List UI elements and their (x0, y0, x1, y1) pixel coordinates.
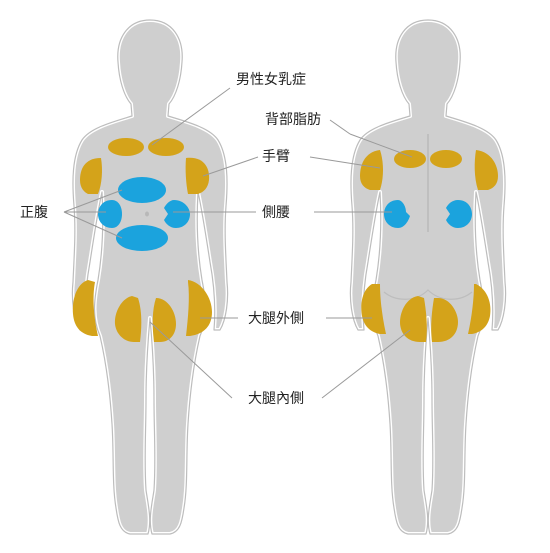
labels: 男性女乳症 背部脂肪 手臂 正腹 側腰 大腿外側 大腿內側 (20, 71, 321, 407)
label-inner-thigh: 大腿內側 (248, 391, 304, 407)
back-arm-zone-left (360, 150, 383, 190)
label-outer-thigh: 大腿外側 (248, 311, 304, 327)
leader-lines (63, 87, 413, 399)
abdomen-zone-upper (118, 177, 166, 203)
front-arm-zone-left (80, 158, 102, 194)
back-inner-thigh-left (400, 296, 427, 342)
back-outer-thigh-left (361, 284, 386, 334)
label-upper-arm: 手臂 (262, 149, 290, 165)
buttock-line (383, 289, 473, 300)
front-inner-thigh-left (114, 296, 142, 342)
flank-zone-right (164, 200, 190, 228)
label-back-fat: 背部脂肪 (265, 112, 321, 128)
back-fat-zone-right (430, 150, 462, 168)
abdomen-zone-lower (116, 225, 168, 251)
label-gynecomastia: 男性女乳症 (236, 71, 306, 88)
back-outer-thigh-right (468, 284, 491, 334)
label-abdomen: 正腹 (20, 204, 48, 221)
back-zones (360, 150, 498, 342)
front-inner-thigh-right (152, 298, 176, 342)
back-arm-zone-right (474, 150, 498, 190)
back-flank-zone-right (446, 200, 472, 228)
front-figure (70, 18, 230, 536)
flank-zone-left (98, 200, 122, 228)
back-figure (348, 18, 508, 536)
back-flank-zone-left (384, 200, 410, 228)
front-outer-thigh-left (72, 280, 98, 336)
chest-zone-left (108, 138, 144, 156)
navel-mark (145, 211, 149, 217)
front-arm-zone-right (185, 157, 210, 194)
back-inner-thigh-right (431, 298, 458, 342)
front-zones (72, 138, 212, 342)
back-fat-zone-left (394, 150, 426, 168)
front-outer-thigh-right (186, 280, 212, 336)
label-flank: 側腰 (262, 205, 290, 221)
chest-zone-right (148, 138, 184, 156)
